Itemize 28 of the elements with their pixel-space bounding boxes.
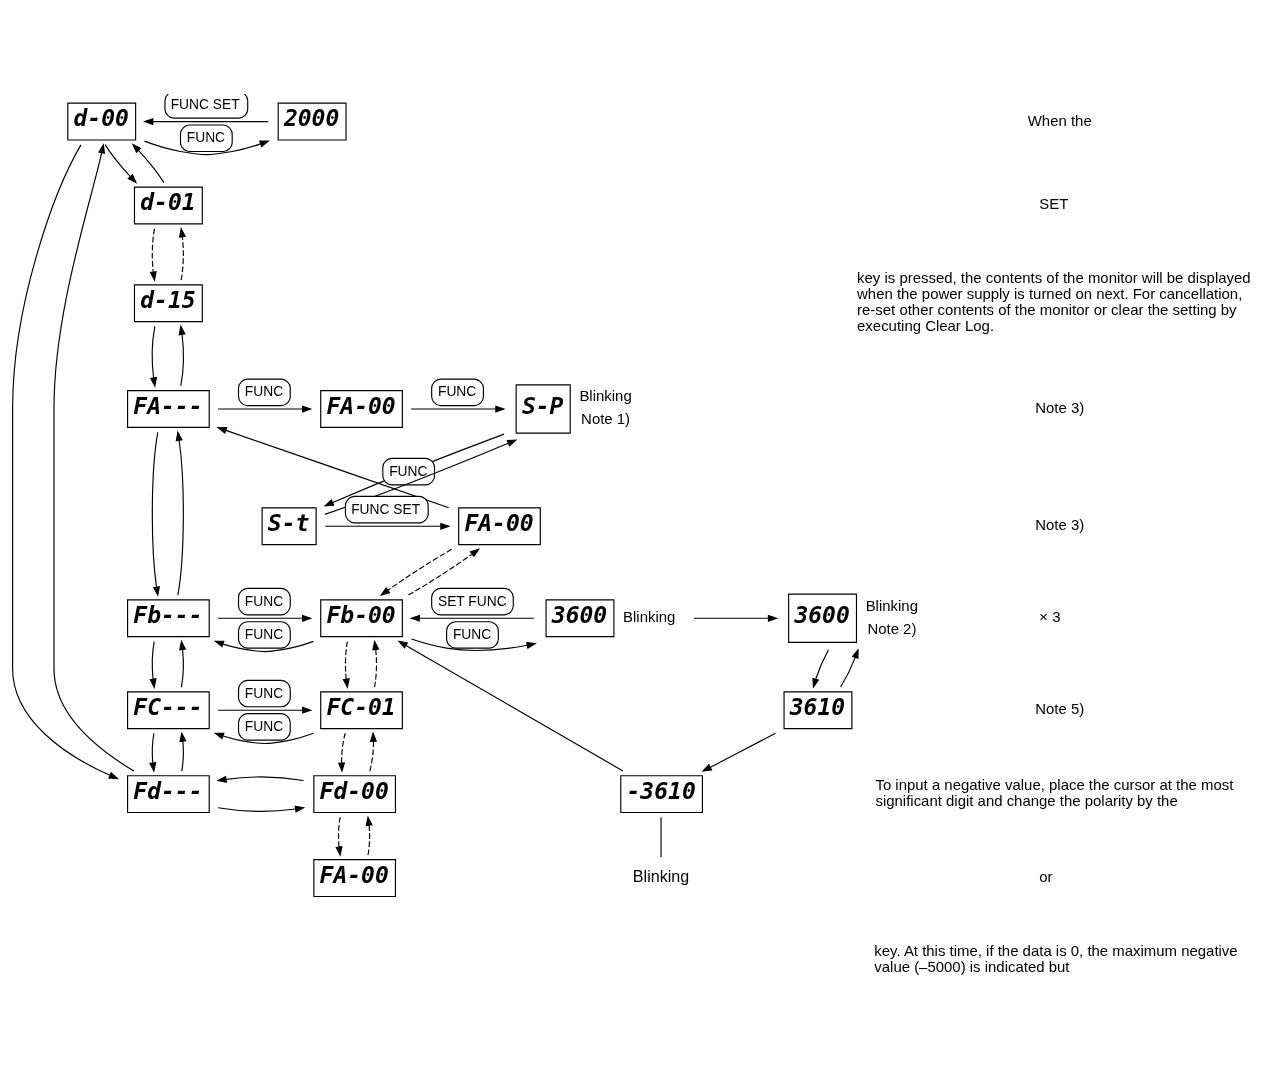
edge-label: FUNC SET <box>351 501 421 517</box>
edge-label: FUNC <box>244 627 284 643</box>
label: When the <box>1027 111 1092 129</box>
label: Note 5) <box>1035 700 1085 718</box>
label: To input a negative value, place the cursor at the most significant digit and change the polarity by the <box>875 776 1234 810</box>
label: key is pressed, the contents of the monitor will be displayed when the power supply is turned on next. For cancellation, re-set other contents of the monitor or clear the setting by executing Clear Log. <box>857 269 1251 335</box>
edge-label: FUNC <box>186 130 226 146</box>
edge-label: FUNC <box>244 384 284 400</box>
node-label: Blinking <box>579 387 632 405</box>
node-label: Blinking <box>865 596 918 614</box>
node-label: Note 1) <box>581 410 631 428</box>
label: × 3 <box>1039 608 1061 626</box>
label: SET <box>1039 195 1069 213</box>
label: Note 3) <box>1035 516 1085 534</box>
edge-label: FUNC <box>389 463 428 479</box>
edge-label: FUNC <box>244 719 284 735</box>
edge-label: FUNC <box>452 627 492 643</box>
edge-label: FUNC <box>244 593 284 609</box>
label: key. At this time, if the data is 0, the maximum negative value (–5000) is indicated but <box>874 941 1238 975</box>
edge-label: FUNC SET <box>170 97 240 113</box>
label: or <box>1039 867 1053 885</box>
node-label: Note 2) <box>867 619 917 637</box>
node-text: Blinking <box>632 867 690 886</box>
edge-label: FUNC <box>244 685 284 701</box>
edge-label: SET FUNC <box>438 593 507 609</box>
edge-label: FUNC <box>438 384 477 400</box>
node-label: Blinking <box>623 608 676 626</box>
label: Note 3) <box>1035 398 1085 416</box>
